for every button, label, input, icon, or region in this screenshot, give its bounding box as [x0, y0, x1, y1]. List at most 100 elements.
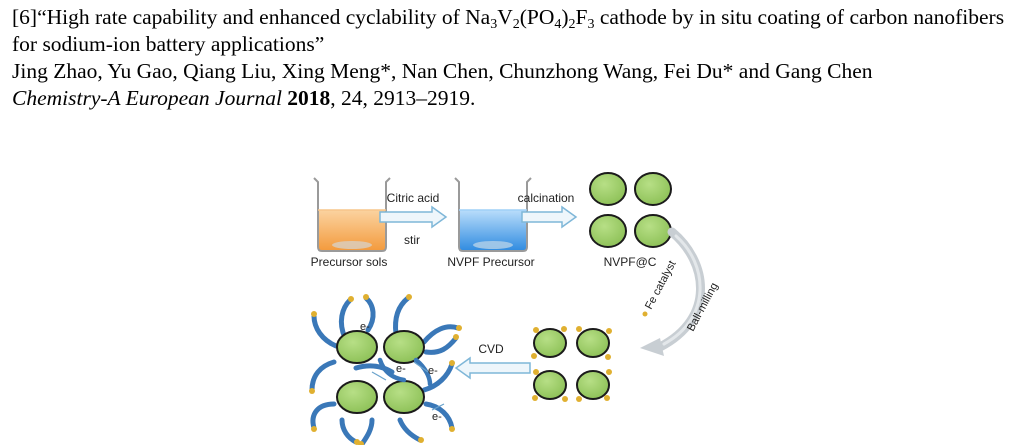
reference-authors: Jing Zhao, Yu Gao, Qiang Liu, Xing Meng*… [12, 59, 873, 83]
fe-dot [533, 327, 539, 333]
arrow-step-4 [454, 356, 531, 380]
solution-orange [318, 210, 386, 251]
electron-label: e- [432, 411, 442, 423]
nvpf-c-particles [589, 172, 672, 248]
sediment [332, 241, 372, 249]
fe-dot [606, 328, 612, 334]
formula-fluorine: F [575, 5, 588, 29]
fe-dot [606, 369, 612, 375]
fe-dot [561, 326, 567, 332]
publication-year: 2018 [287, 86, 331, 110]
nanofiber [353, 363, 395, 375]
nanofiber [421, 324, 461, 345]
formula-paren-close: ) [561, 5, 569, 29]
fe-dot [605, 354, 611, 360]
particle [589, 172, 627, 206]
fe-dot [358, 441, 364, 445]
electron-label: e- [428, 365, 438, 377]
fe-dot [418, 437, 424, 443]
fe-dot [453, 334, 459, 340]
formula-subscript: 3 [587, 17, 595, 32]
nanofiber [309, 359, 337, 393]
particle [383, 380, 425, 414]
beaker-precursor-sols [313, 177, 391, 252]
formula-phosphate: (PO [519, 5, 555, 29]
nanofiber [423, 401, 455, 431]
reference-index: [6] [12, 5, 38, 29]
title-part-2: cathode by in situ coating of carbon nan… [12, 5, 1005, 56]
reference-entry: [6]“High rate capability and enhanced cy… [12, 4, 1012, 112]
curved-arrow-head [640, 338, 664, 356]
nanofiber [339, 417, 359, 445]
nanofiber [311, 313, 339, 349]
fe-dot [604, 395, 610, 401]
arrow-step-2 [521, 205, 578, 229]
electron-label: e- [396, 363, 406, 375]
right-arrow-icon [521, 205, 578, 229]
particle [336, 330, 378, 364]
step-1-reagent: Citric acid [387, 191, 440, 205]
title-close-quote: ” [314, 32, 325, 56]
nanofiber [310, 401, 337, 431]
step-2-condition: calcination [518, 191, 575, 205]
journal-name: Chemistry-A European Journal [12, 86, 282, 110]
fe-dot [348, 296, 354, 302]
formula-subscript: 2 [512, 17, 520, 32]
solution-blue [459, 210, 527, 251]
fe-dot [562, 396, 568, 402]
particle [634, 172, 672, 206]
particle [533, 370, 567, 400]
fe-dot [642, 311, 648, 317]
reference-citation: Chemistry-A European Journal 2018, 24, 2… [12, 85, 1012, 112]
formula-subscript: 4 [554, 17, 562, 32]
particle [336, 380, 378, 414]
fe-dot [576, 396, 582, 402]
step-1-condition: stir [404, 233, 420, 247]
left-arrow-icon [454, 356, 531, 380]
nanofiber [377, 357, 407, 383]
beaker-outline [313, 177, 391, 252]
electron-label: e- [360, 321, 370, 333]
formula-subscript: 3 [490, 17, 498, 32]
fe-dot [531, 353, 537, 359]
nanofiber [397, 417, 423, 443]
fe-dot [406, 294, 412, 300]
particle [589, 214, 627, 248]
volume-pages: , 24, 2913–2919. [330, 86, 476, 110]
particles-label: NVPF@C [604, 255, 657, 269]
curved-arrow-step-3 [640, 227, 705, 356]
nanofiber [423, 335, 459, 355]
electron-path-arrow-icon [431, 403, 445, 411]
beaker-1-label: Precursor sols [311, 255, 388, 269]
beaker-2-label: NVPF Precursor [447, 255, 534, 269]
beaker-outline [454, 177, 532, 252]
particle [576, 370, 610, 400]
particle [634, 214, 672, 248]
fe-dot [533, 369, 539, 375]
nanofiber [359, 417, 375, 445]
fe-dot [449, 360, 455, 366]
fe-dot [449, 426, 455, 432]
nanofiber [413, 357, 433, 387]
nanofiber [363, 295, 376, 333]
formula-subscript: 2 [568, 17, 576, 32]
formula-vanadium: V [497, 5, 513, 29]
fe-dot [311, 426, 317, 432]
sediment [473, 241, 513, 249]
fe-dot [309, 388, 315, 394]
right-arrow-icon [379, 205, 448, 229]
particle [533, 328, 567, 358]
step-4-process: CVD [478, 342, 504, 356]
fe-dot [456, 325, 462, 331]
curved-arrow-highlight [662, 234, 702, 346]
fe-dot [311, 311, 317, 317]
nvpf-cnf-product: e- e- e- e- [309, 294, 462, 445]
electron-path-arrow-icon [371, 371, 387, 381]
fe-dot [532, 395, 538, 401]
reference-title-line: [6]“High rate capability and enhanced cy… [12, 4, 1012, 58]
particle [576, 328, 610, 358]
fe-dot [576, 326, 582, 332]
arrow-step-1 [379, 205, 448, 229]
fe-dot [363, 294, 369, 300]
